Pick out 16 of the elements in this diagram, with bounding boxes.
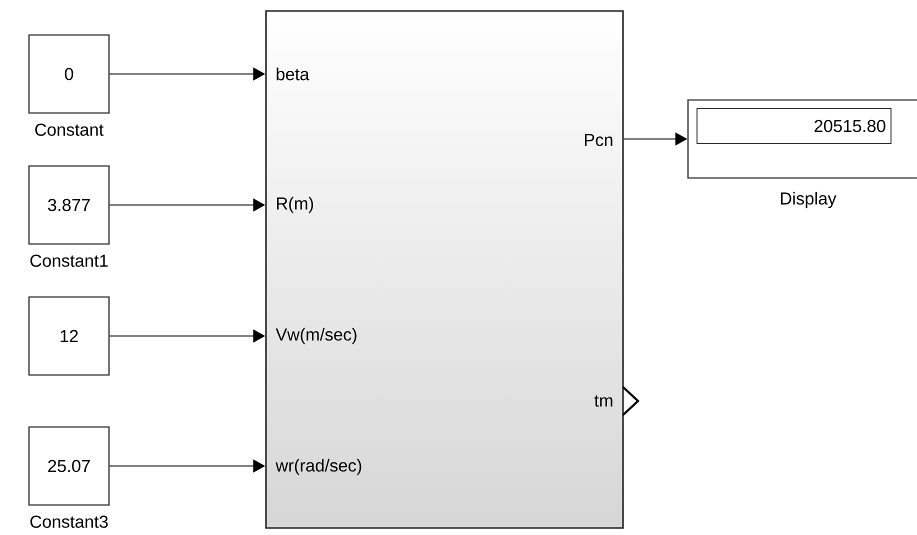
port-label: wr(rad/sec) <box>276 458 362 476</box>
port-label: R(m) <box>277 196 314 214</box>
port-label: Pcn <box>584 134 612 146</box>
block-label: Display <box>781 192 836 208</box>
block-label: Constant <box>35 124 104 136</box>
port-label: beta <box>276 68 310 80</box>
subsystem-block <box>265 10 624 529</box>
constant-block: 25.07 <box>28 426 110 506</box>
constant-block: 3.877 <box>28 165 110 245</box>
block-label: Constant1 <box>30 254 108 267</box>
port-label: Vw(m/sec) <box>276 328 356 344</box>
block-label: Constant3 <box>30 516 108 528</box>
constant-block: 12 <box>28 296 110 376</box>
port-label: tm <box>594 395 612 407</box>
constant-block: 0 <box>28 34 110 114</box>
display-block: 20515.80 <box>687 99 917 179</box>
